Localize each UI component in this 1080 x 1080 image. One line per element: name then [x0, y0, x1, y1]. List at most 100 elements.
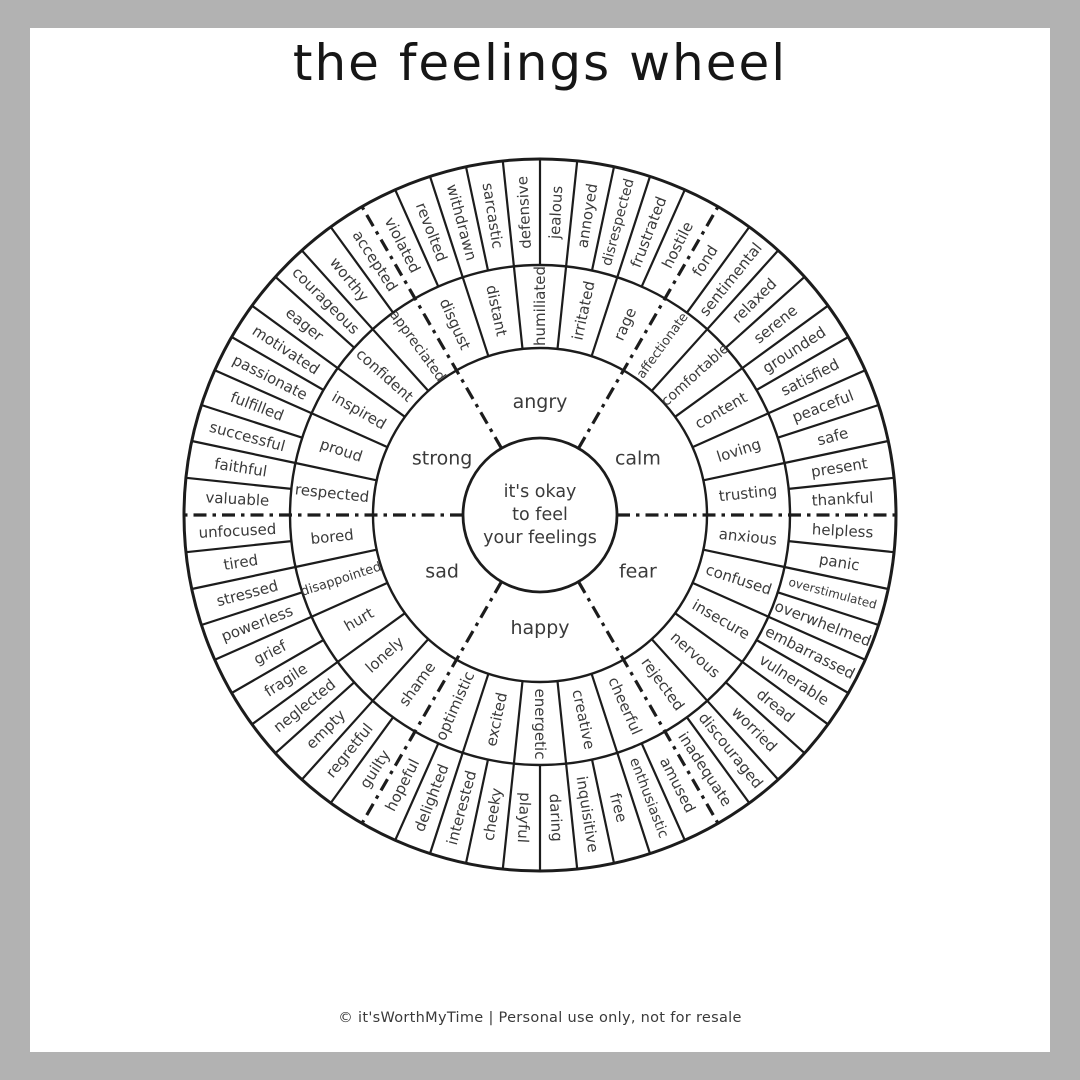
outer-ring-divider — [616, 176, 652, 278]
outer-ring-divider — [755, 639, 849, 694]
outer-emotion-label: playful — [514, 792, 535, 844]
core-label-sad: sad — [425, 561, 459, 583]
middle-ring-divider — [703, 461, 785, 482]
outer-ring-divider — [741, 661, 829, 726]
outer-emotion-label: daring — [546, 793, 566, 842]
middle-emotion-label: nervous — [667, 628, 724, 682]
middle-ring-divider — [337, 612, 406, 663]
middle-ring-divider — [556, 680, 568, 764]
middle-ring-divider — [295, 548, 377, 569]
outer-ring-divider — [501, 160, 515, 267]
outer-ring-divider — [251, 304, 339, 369]
outer-ring-divider — [464, 759, 490, 864]
middle-emotion-label: distant — [482, 283, 510, 338]
outer-emotion-label: sarcastic — [479, 181, 507, 249]
middle-ring-divider — [692, 412, 769, 449]
middle-emotion-label: rejected — [637, 654, 688, 714]
middle-emotion-label: cheerful — [604, 674, 645, 737]
middle-ring-divider — [311, 581, 388, 618]
outer-ring-divider — [394, 189, 440, 288]
outer-ring-divider — [428, 176, 464, 278]
sector-divider-line — [577, 580, 720, 825]
outer-emotion-label: defensive — [513, 176, 535, 250]
middle-ring-divider — [590, 673, 619, 754]
middle-emotion-label: shame — [395, 658, 439, 709]
footer-credit: © it'sWorthMyTime | Personal use only, n… — [338, 1010, 742, 1026]
sector-divider-line — [360, 580, 503, 825]
middle-emotion-label: bored — [310, 526, 355, 548]
outer-emotion-label: valuable — [205, 488, 270, 509]
outer-ring-divider — [185, 540, 292, 554]
middle-emotion-label: respected — [294, 480, 370, 506]
outer-ring-divider — [640, 742, 686, 841]
outer-ring-divider — [185, 476, 292, 490]
outer-emotion-label: panic — [818, 550, 861, 574]
outer-ring-divider — [191, 565, 296, 591]
poster-title: the feelings wheel — [292, 34, 788, 92]
outer-ring-divider — [274, 681, 355, 755]
middle-ring-divider — [703, 548, 785, 569]
middle-emotion-label: hurt — [341, 604, 377, 635]
outer-emotion-label: thankful — [811, 488, 874, 509]
core-label-strong: strong — [412, 448, 472, 470]
outer-ring-divider — [214, 615, 313, 661]
outer-ring-divider — [329, 716, 394, 804]
outer-emotion-label: annoyed — [573, 182, 601, 249]
middle-emotion-label: excited — [482, 691, 511, 748]
outer-emotion-label: unfocused — [198, 520, 277, 542]
middle-ring-divider — [461, 673, 490, 754]
outer-ring-divider — [191, 439, 296, 465]
outer-ring-divider — [274, 275, 355, 349]
middle-ring-divider — [590, 276, 619, 357]
outer-emotion-label: powerless — [219, 602, 296, 646]
outer-ring-divider — [741, 304, 829, 369]
middle-emotion-label: humiliated — [531, 266, 549, 346]
outer-emotion-label: hostile — [658, 219, 697, 272]
outer-ring-divider — [565, 763, 579, 870]
middle-emotion-label: affectionate — [634, 310, 692, 381]
core-label-happy: happy — [510, 617, 569, 639]
outer-emotion-label: tired — [222, 551, 259, 574]
outer-ring-divider — [777, 591, 879, 627]
outer-emotion-label: dread — [753, 685, 798, 726]
middle-emotion-label: optimistic — [432, 669, 478, 744]
middle-emotion-label: trusting — [718, 481, 778, 505]
outer-ring-divider — [300, 249, 374, 330]
middle-ring-divider — [295, 461, 377, 482]
outer-emotion-label: guilty — [356, 746, 394, 791]
outer-ring-divider — [214, 369, 313, 415]
core-label-fear: fear — [619, 561, 657, 583]
middle-emotion-label: confident — [352, 345, 417, 406]
outer-ring-divider — [784, 439, 889, 465]
outer-emotion-label: free — [606, 791, 631, 824]
outer-emotion-label: faithful — [213, 455, 268, 481]
outer-ring-divider — [565, 160, 579, 267]
middle-ring-divider — [337, 367, 406, 418]
core-label-calm: calm — [615, 448, 661, 470]
outer-ring-divider — [201, 591, 303, 627]
outer-ring-divider — [788, 476, 895, 490]
outer-emotion-label: eager — [282, 304, 328, 346]
outer-emotion-label: fulfilled — [228, 388, 286, 425]
middle-ring-divider — [371, 638, 430, 702]
middle-emotion-label: creative — [568, 688, 598, 751]
outer-ring-divider — [784, 565, 889, 591]
outer-ring-divider — [686, 716, 751, 804]
middle-emotion-label: disappointed — [299, 560, 383, 600]
outer-ring-divider — [590, 166, 616, 271]
middle-ring-divider — [650, 638, 709, 702]
outer-ring-divider — [231, 336, 325, 391]
core-label-angry: angry — [513, 391, 568, 413]
sector-divider-line — [360, 205, 503, 450]
outer-ring-divider — [686, 226, 751, 314]
outer-ring-divider — [616, 752, 652, 854]
middle-emotion-label: insecure — [689, 596, 753, 643]
middle-ring-divider — [512, 266, 524, 350]
middle-ring-divider — [692, 581, 769, 618]
middle-emotion-label: inspired — [329, 388, 390, 433]
outer-ring-divider — [590, 759, 616, 864]
middle-ring-divider — [512, 680, 524, 764]
sector-divider-line — [577, 205, 720, 450]
outer-emotion-label: jealous — [545, 185, 566, 240]
